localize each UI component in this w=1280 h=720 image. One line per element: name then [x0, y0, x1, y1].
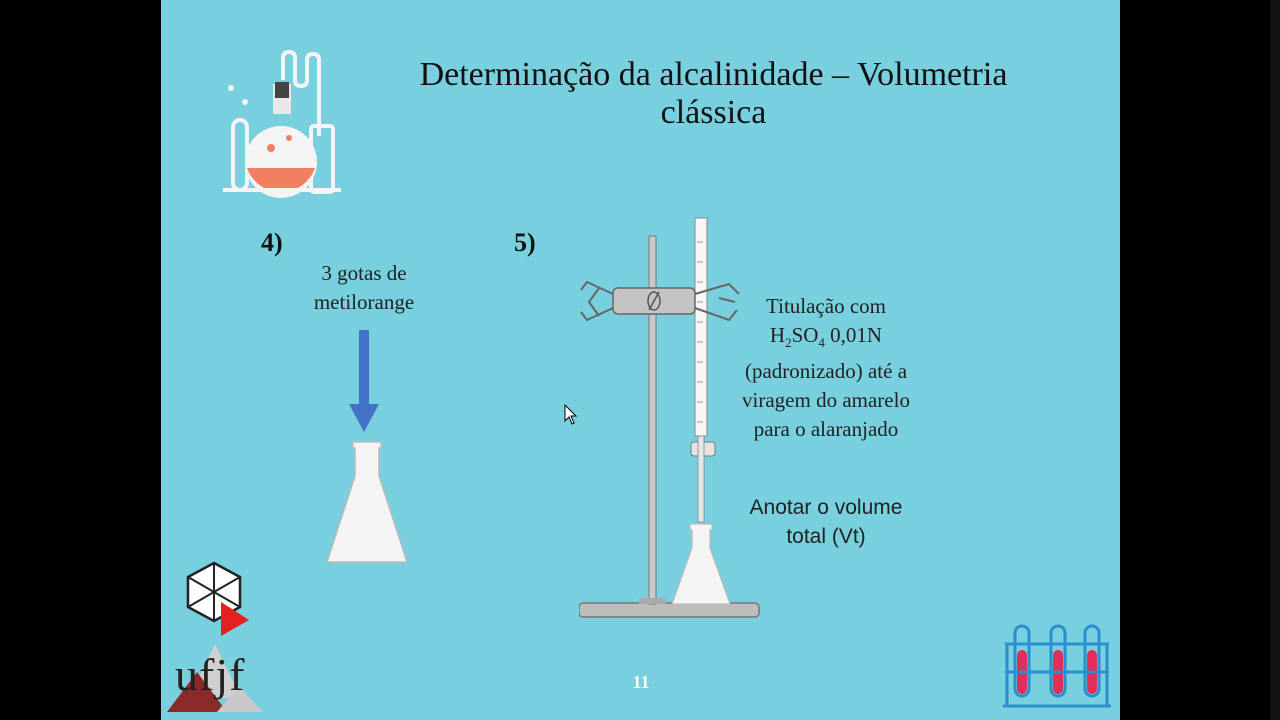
- ufjf-logo: ufjf: [167, 640, 267, 718]
- step-5-number: 5): [514, 228, 536, 257]
- hexagon-play-logo: [186, 561, 249, 636]
- titration-instructions: Titulação com H2SO4 0,01N (padronizado) …: [735, 292, 917, 444]
- test-tube-rack-icon: [1003, 624, 1111, 708]
- window-edge: [1270, 0, 1280, 720]
- chemistry-flask-icon: [223, 50, 341, 198]
- acid-formula: H2SO4 0,01N: [769, 323, 883, 351]
- mouse-cursor-icon: [564, 404, 578, 425]
- page-number: 11: [632, 672, 650, 692]
- step-4-number: 4): [261, 228, 283, 257]
- titration-apparatus: [579, 217, 760, 618]
- volume-note: Anotar o volume total (Vt): [749, 496, 903, 548]
- erlenmeyer-flask: [325, 441, 409, 563]
- titration-rest: (padronizado) até a viragem do amarelo p…: [742, 359, 910, 442]
- slide: Determinação da alcalinidade – Volumetri…: [161, 0, 1120, 720]
- down-arrow: [349, 330, 379, 432]
- step-4-label: 3 gotas de metilorange: [313, 261, 415, 314]
- titration-line-1: Titulação com: [766, 294, 886, 318]
- slide-title: Determinação da alcalinidade – Volumetri…: [419, 56, 1008, 131]
